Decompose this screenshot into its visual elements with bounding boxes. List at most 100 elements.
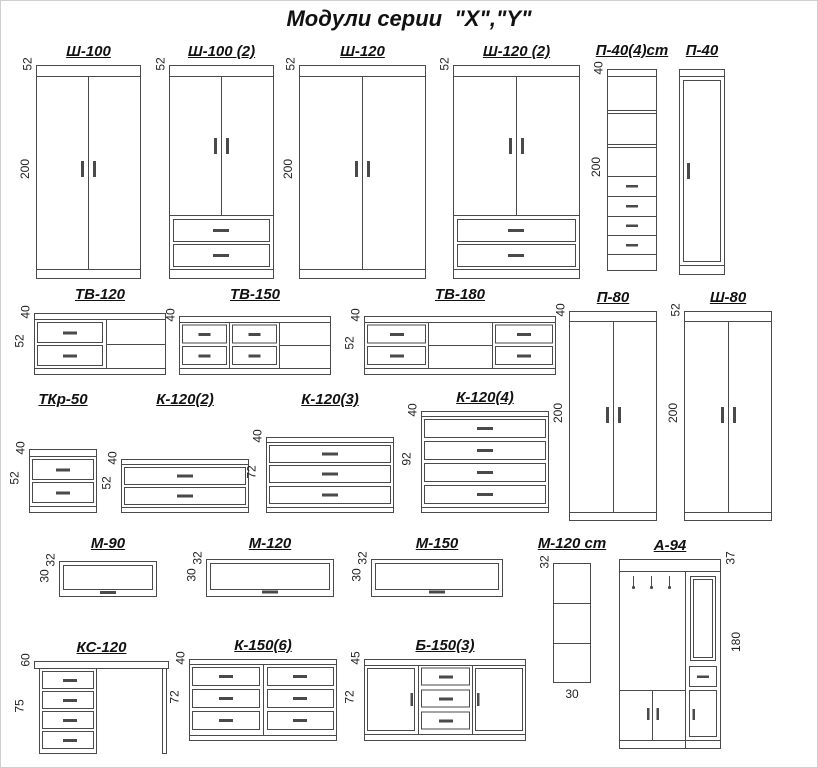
module-label: М-150 (415, 535, 459, 552)
module-label: Ш-100 (2) (187, 43, 256, 60)
depth-dimension: 40 (348, 308, 363, 322)
hallway-unit-drawing (619, 559, 721, 749)
height-dimension: 72 (244, 465, 259, 479)
depth-dimension: 32 (43, 553, 58, 567)
depth-dimension: 32 (355, 551, 370, 565)
sideboard-drawing (364, 659, 526, 741)
height-dimension: 30 (349, 568, 364, 582)
height-dimension: 52 (12, 334, 27, 348)
height-dimension: 52 (99, 476, 114, 490)
module-sh-120-2: Ш-120 (2) 52 (438, 43, 580, 279)
depth-dimension: 32 (190, 551, 205, 565)
module-p-40: П-40 (679, 42, 725, 275)
module-k-120-4: К-120(4) 40 92 (400, 389, 549, 513)
module-label: К-120(2) (156, 391, 214, 408)
tv-stand-drawing (34, 313, 166, 375)
wardrobe-drawing (684, 311, 772, 521)
tv-stand-drawing (364, 316, 556, 375)
wall-shelf-drawing (206, 559, 334, 597)
module-k-120-3: К-120(3) 40 72 (245, 391, 394, 513)
module-label: К-120(4) (456, 389, 514, 406)
desk-drawing (34, 661, 169, 754)
module-label: Ш-80 (709, 289, 747, 306)
depth-dimension: 37 (723, 551, 738, 565)
open-shelf-column-drawing (553, 563, 591, 683)
height-dimension: 52 (7, 471, 22, 485)
height-dimension: 200 (551, 402, 566, 424)
module-label: КС-120 (76, 639, 127, 656)
page-title: Модули серии "X","Y" (286, 6, 532, 31)
module-label: К-150(6) (234, 637, 292, 654)
module-a-94: А-94 37 180 (619, 537, 743, 749)
height-dimension: 30 (184, 568, 199, 582)
depth-dimension: 40 (105, 451, 120, 465)
wall-shelf-drawing (59, 561, 157, 597)
depth-dimension: 52 (153, 57, 168, 71)
wardrobe-with-drawers-drawing (169, 65, 274, 279)
height-dimension: 75 (12, 699, 27, 713)
height-dimension: 30 (37, 569, 52, 583)
depth-dimension: 40 (405, 403, 420, 417)
depth-dimension: 40 (163, 308, 178, 322)
chest-drawing (121, 459, 249, 513)
height-dimension: 200 (18, 158, 33, 180)
module-label: П-40(4)ст (595, 42, 669, 59)
module-tv-150: ТВ-150 40 (164, 286, 331, 375)
module-label: П-40 (685, 42, 719, 59)
module-label: Ш-120 (340, 43, 385, 60)
module-tv-180: ТВ-180 40 52 (343, 286, 556, 375)
depth-dimension: 40 (18, 305, 33, 319)
module-k-150-6: К-150(6) 40 72 (168, 637, 337, 741)
module-label: П-80 (596, 289, 630, 306)
module-tv-120: ТВ-120 40 52 (13, 286, 166, 375)
module-sh-120: Ш-120 52 200 (281, 43, 426, 279)
glass-cabinet-drawing (607, 69, 657, 271)
module-label: М-90 (90, 535, 126, 552)
module-label: ТКр-50 (38, 391, 88, 408)
module-ks-120: КС-120 60 75 (13, 639, 169, 757)
module-p-80: П-80 40 200 (551, 289, 657, 521)
module-m-120-st: М-120 ст 32 30 (538, 535, 607, 701)
height-dimension: 200 (281, 158, 296, 180)
depth-dimension: 52 (20, 57, 35, 71)
module-sh-80: Ш-80 52 200 (666, 289, 772, 521)
depth-dimension: 32 (537, 555, 552, 569)
depth-dimension: 40 (173, 651, 188, 665)
height-dimension: 52 (342, 335, 357, 350)
single-door-cabinet-drawing (679, 69, 725, 275)
wall-shelf-drawing (371, 559, 503, 597)
module-tkr-50: ТКр-50 40 52 (8, 391, 97, 513)
module-m-150: М-150 32 30 (350, 535, 503, 597)
height-dimension: 200 (666, 402, 681, 424)
module-label: ТВ-120 (74, 286, 126, 303)
depth-dimension: 60 (18, 653, 33, 667)
depth-dimension: 52 (283, 57, 298, 71)
depth-dimension: 40 (250, 429, 265, 443)
module-label: Ш-120 (2) (482, 43, 551, 60)
module-sh-100-2: Ш-100 (2) 52 (154, 43, 274, 279)
module-b-150-3: Б-150(3) 45 72 (343, 637, 526, 741)
depth-dimension: 45 (348, 651, 363, 665)
width-dimension: 30 (565, 687, 579, 701)
module-label: М-120 ст (537, 535, 607, 552)
height-dimension: 180 (729, 631, 744, 653)
wardrobe-with-drawers-drawing (453, 65, 580, 279)
height-dimension: 72 (167, 690, 182, 704)
height-dimension: 72 (342, 690, 357, 704)
bedside-chest-drawing (29, 449, 97, 513)
module-label: К-120(3) (301, 391, 359, 408)
wardrobe-drawing (36, 65, 141, 279)
module-m-90: М-90 32 30 (38, 535, 157, 597)
chest-drawing (421, 411, 549, 513)
depth-dimension: 52 (437, 57, 452, 71)
tv-stand-drawing (179, 316, 331, 375)
depth-dimension: 40 (591, 61, 606, 75)
chest-drawing (266, 437, 394, 513)
depth-dimension: 40 (13, 441, 28, 455)
module-label: Ш-100 (66, 43, 111, 60)
module-label: ТВ-180 (434, 286, 486, 303)
module-k-120-2: К-120(2) 40 52 (100, 391, 249, 513)
module-label: ТВ-150 (229, 286, 281, 303)
depth-dimension: 52 (668, 303, 683, 317)
